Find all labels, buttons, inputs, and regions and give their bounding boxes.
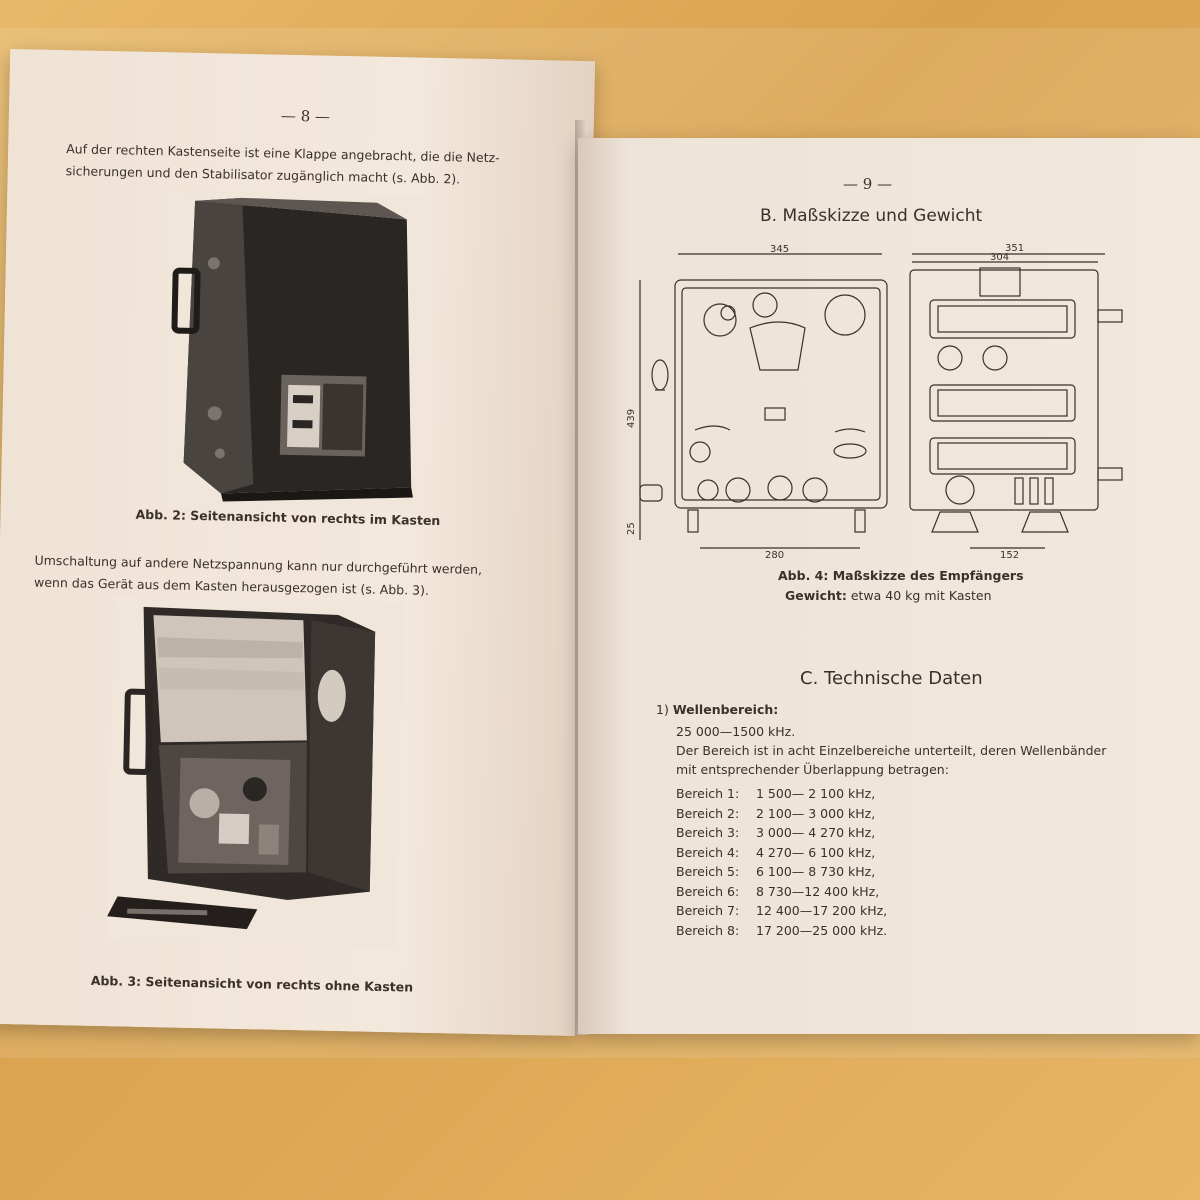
frequency-range-row: Bereich 4: 4 270— 6 100 kHz, [676,845,875,860]
dim-feet-spacing-side: 152 [1000,550,1019,561]
frequency-range-row: Bereich 7: 12 400—17 200 kHz, [676,903,887,918]
frequency-range-label: Bereich 2: [676,805,740,821]
item-1-title: Wellenbereich: [672,702,779,717]
frequency-range-label: Bereich 7: [676,903,740,918]
frequency-range-label: Bereich 4: [676,844,740,860]
frequency-range-value: 4 270— 6 100 kHz, [756,844,876,860]
left-page: — 8 — Auf der rechten Kastenseite ist ei… [0,48,596,1037]
frequency-range-value: 17 200—25 000 kHz. [756,922,888,938]
frequency-range-row: Bereich 8: 17 200—25 000 kHz. [676,923,887,938]
figure-3-photo [106,596,404,948]
frequency-range-row: Bereich 1: 1 500— 2 100 kHz, [676,786,875,801]
frequency-range-row: Bereich 2: 2 100— 3 000 kHz, [676,806,875,821]
left-page-number: — 8 — [280,106,331,126]
dim-feet-height: 25 [626,522,637,535]
frequency-range-label: Bereich 8: [676,922,740,938]
right-page-number: — 9 — [843,175,893,193]
item-1-range: 25 000—1500 kHz. [676,724,796,739]
front-panel-outline [674,279,888,509]
frequency-range-label: Bereich 3: [676,825,740,840]
left-paragraph-1: Auf der rechten Kastenseite ist eine Kla… [65,138,546,192]
frequency-range-row: Bereich 3: 3 000— 4 270 kHz, [676,825,875,840]
frequency-range-value: 12 400—17 200 kHz, [756,903,888,918]
figure-4-caption: Abb. 4: Maßskizze des Empfängers [778,568,1024,583]
item-1-text-line-2: mit entsprechender Überlappung betragen: [676,762,949,777]
frequency-range-value: 8 730—12 400 kHz, [756,883,880,899]
frequency-range-row: Bereich 5: 6 100— 8 730 kHz, [676,864,875,879]
frequency-range-row: Bereich 6: 8 730—12 400 kHz, [676,884,879,899]
frequency-range-label: Bereich 6: [676,883,740,899]
figure-4-diagram: 345 439 25 280 351 304 152 [626,243,1123,561]
dim-depth-body: 304 [990,252,1009,263]
weight-value: etwa 40 kg mit Kasten [850,588,992,603]
weight-line: Gewicht: etwa 40 kg mit Kasten [785,588,992,603]
dim-height: 439 [626,409,637,428]
left-paragraph-2: Umschaltung auf andere Netzspannung kann… [34,550,535,604]
item-1-text-line-1: Der Bereich ist in acht Einzelbereiche u… [676,743,1107,758]
figure-2-photo [160,192,428,513]
figure-3-caption: Abb. 3: Seitenansicht von rechts ohne Ka… [90,972,414,995]
section-c-title: C. Technische Daten [800,668,983,689]
side-panel-outline [909,269,1099,511]
frequency-range-label: Bereich 5: [676,864,740,879]
item-1-heading: 1) Wellenbereich: [656,702,778,717]
dim-depth-total: 351 [1005,243,1024,254]
frequency-range-value: 3 000— 4 270 kHz, [756,825,876,840]
right-page [578,138,1200,1034]
frequency-range-value: 2 100— 3 000 kHz, [756,805,876,821]
dim-width-front: 345 [770,244,789,255]
frequency-range-value: 6 100— 8 730 kHz, [756,864,876,879]
item-1-number: 1) [656,702,669,717]
section-b-title: B. Maßskizze und Gewicht [760,206,983,226]
frequency-range-label: Bereich 1: [676,786,740,801]
dim-feet-spacing-front: 280 [765,550,784,561]
weight-label: Gewicht: [785,588,847,603]
frequency-range-value: 1 500— 2 100 kHz, [756,786,876,801]
